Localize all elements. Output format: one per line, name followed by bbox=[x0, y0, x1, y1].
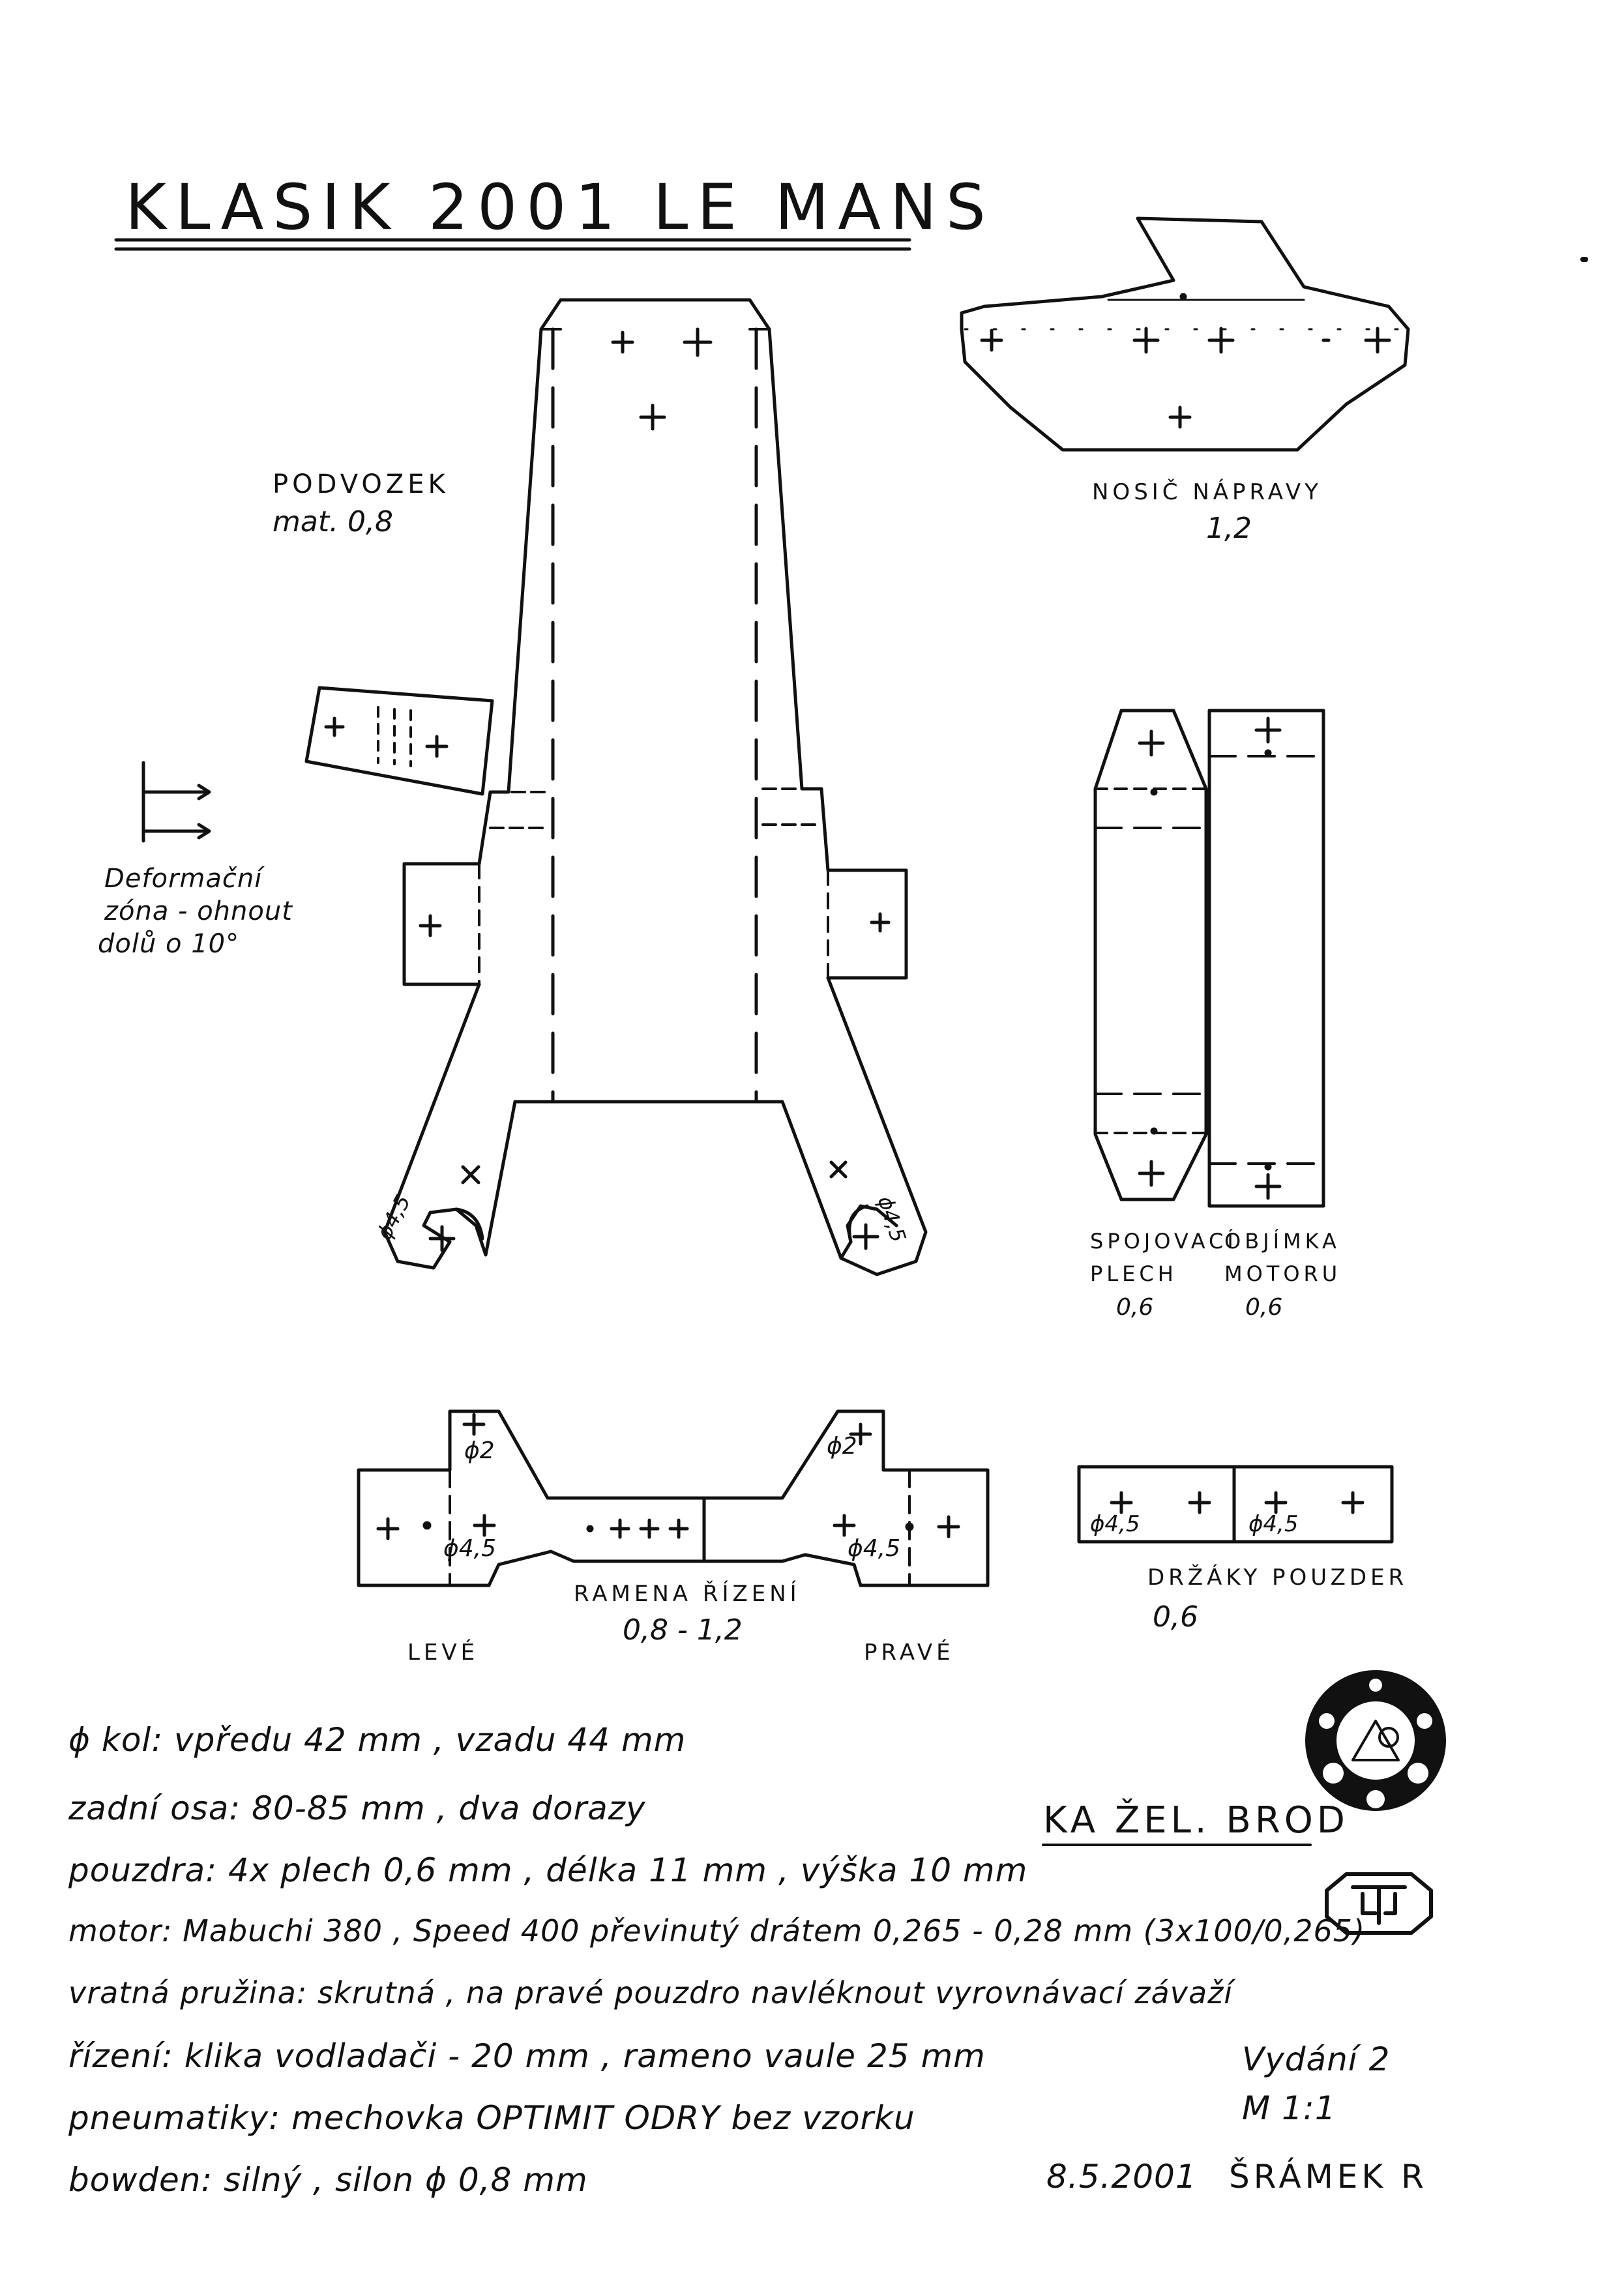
club-name: KA ŽEL. BROD bbox=[1043, 1799, 1349, 1842]
d45-left: ϕ4,5 bbox=[443, 1535, 496, 1562]
note-wheels: ϕ kol: vpředu 42 mm , vzadu 44 mm bbox=[68, 1721, 687, 1759]
bushing-holders-label: DRŽÁKY POUZDER bbox=[1147, 1565, 1408, 1591]
chassis-marks bbox=[324, 327, 891, 1252]
chassis-part bbox=[304, 298, 928, 1276]
bushing-holders-part bbox=[1077, 1465, 1394, 1544]
note-rear-axle: zadní osa: 80-85 mm , dva dorazy bbox=[68, 1789, 646, 1827]
deformation-arrows bbox=[141, 761, 211, 843]
motor-clamp-part bbox=[1207, 709, 1325, 1208]
steering-arm-right-label: PRAVÉ bbox=[864, 1639, 954, 1666]
club-stamp-round bbox=[1305, 1670, 1446, 1811]
d2-right: ϕ2 bbox=[827, 1433, 857, 1460]
date: 8.5.2001 bbox=[1046, 2158, 1197, 2196]
axle-carrier-label: NOSIČ NÁPRAVY bbox=[1092, 479, 1322, 505]
edition: Vydání 2 bbox=[1242, 2040, 1391, 2078]
connecting-plate-part bbox=[1093, 709, 1208, 1201]
connecting-plate-label-2: PLECH bbox=[1090, 1261, 1177, 1286]
steering-arm-left-label: LEVÉ bbox=[407, 1639, 479, 1666]
connecting-plate-material: 0,6 bbox=[1116, 1294, 1154, 1321]
club-stamp-shield bbox=[1325, 1872, 1433, 1935]
chassis-material: mat. 0,8 bbox=[273, 505, 394, 538]
d45-holder-b: ϕ4,5 bbox=[1248, 1511, 1299, 1537]
d45-right: ϕ4,5 bbox=[848, 1535, 900, 1562]
axle-carrier-part bbox=[960, 216, 1410, 452]
note-bowden: bowden: silný , silon ϕ 0,8 mm bbox=[68, 2161, 588, 2199]
bushing-holders-material: 0,6 bbox=[1153, 1600, 1198, 1634]
note-return-spring: vratná pružina: skrutná , na pravé pouzd… bbox=[68, 1975, 1233, 2010]
title-underline bbox=[114, 238, 911, 251]
note-tyres: pneumatiky: mechovka OPTIMIT ODRY bez vz… bbox=[68, 2099, 915, 2137]
axle-carrier-material: 1,2 bbox=[1206, 512, 1252, 545]
motor-clamp-material: 0,6 bbox=[1245, 1294, 1283, 1321]
deformation-label-1: Deformační bbox=[104, 864, 263, 894]
author: ŠRÁMEK R bbox=[1229, 2158, 1428, 2196]
drawing-title: KLASIK 2001 LE MANS bbox=[125, 171, 995, 244]
steering-arms-label: RAMENA ŘÍZENÍ bbox=[574, 1581, 801, 1607]
note-motor: motor: Mabuchi 380 , Speed 400 převinutý… bbox=[68, 1913, 1366, 1948]
note-steering: řízení: klika vodladači - 20 mm , rameno… bbox=[68, 2037, 986, 2075]
note-bushings: pouzdra: 4x plech 0,6 mm , délka 11 mm ,… bbox=[68, 1851, 1028, 1889]
deformation-label-2: zóna - ohnout bbox=[104, 896, 293, 926]
d45-holder-a: ϕ4,5 bbox=[1090, 1511, 1140, 1537]
steering-arms-part bbox=[357, 1409, 990, 1587]
motor-clamp-label-1: OBJÍMKA bbox=[1224, 1229, 1340, 1254]
deformation-label-3: dolů o 10° bbox=[98, 929, 240, 959]
motor-clamp-label-2: MOTORU bbox=[1224, 1261, 1342, 1286]
connecting-plate-label-1: SPOJOVACÍ bbox=[1090, 1229, 1237, 1254]
steering-arms-material: 0,8 - 1,2 bbox=[623, 1613, 743, 1647]
scale: M 1:1 bbox=[1242, 2089, 1336, 2127]
d2-left: ϕ2 bbox=[464, 1437, 495, 1464]
chassis-label: PODVOZEK bbox=[273, 469, 449, 499]
